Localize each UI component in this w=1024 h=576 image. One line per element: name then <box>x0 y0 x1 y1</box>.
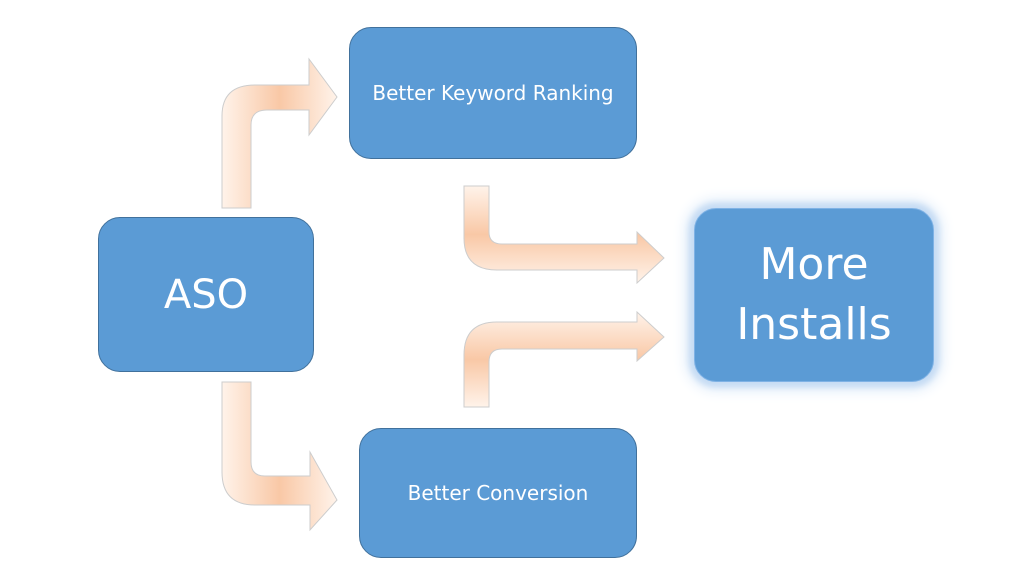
more-installs-node: More Installs <box>694 208 934 382</box>
aso-node: ASO <box>98 217 314 372</box>
conversion-node: Better Conversion <box>359 428 637 558</box>
arrow-aso-to-conversion <box>221 381 338 532</box>
arrow-conversion-to-installs <box>463 310 665 408</box>
more-installs-line-1: More <box>759 239 869 290</box>
keyword-ranking-node: Better Keyword Ranking <box>349 27 637 159</box>
arrow-aso-to-keyword-ranking <box>221 57 338 209</box>
keyword-ranking-node-label: Better Keyword Ranking <box>372 81 614 105</box>
aso-node-label: ASO <box>163 271 249 318</box>
more-installs-line-2: Installs <box>736 299 892 350</box>
more-installs-node-text: More Installs <box>736 235 891 355</box>
conversion-node-label: Better Conversion <box>407 481 589 505</box>
arrow-keyword-ranking-to-installs <box>463 185 665 285</box>
